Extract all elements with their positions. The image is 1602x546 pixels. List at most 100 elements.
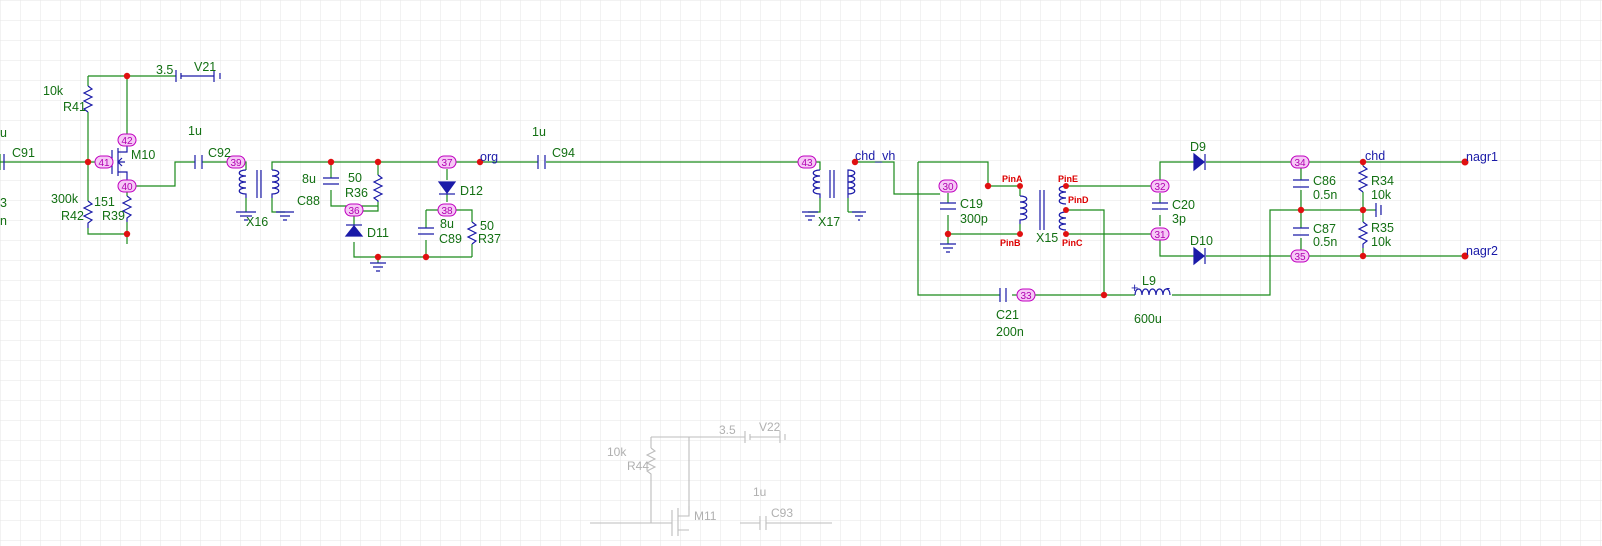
node-tag: 31: [1150, 227, 1170, 241]
node-tag: 36: [344, 203, 364, 217]
c92-label: C92: [208, 146, 231, 160]
wires: [0, 75, 1465, 296]
c87-capacitor: [1293, 227, 1309, 236]
v22-value: 3.5: [719, 423, 736, 437]
r41-resistor: [82, 85, 94, 113]
junctions: [84, 72, 1469, 299]
net-label-chd-vh: chd_vh: [855, 149, 895, 163]
c87-label: C87: [1313, 222, 1336, 236]
c92-capacitor: [194, 155, 203, 169]
c19-capacitor: [940, 202, 956, 210]
pin-labels: PinA PinB PinC PinD PinE: [1000, 174, 1089, 248]
left-edge-label: n: [0, 214, 7, 228]
net-label-nagr1: nagr1: [1466, 150, 1498, 164]
r34-resistor: [1357, 165, 1369, 193]
v21-label: V21: [194, 60, 216, 74]
v21-value: 3.5: [156, 63, 173, 77]
r42-label: R42: [61, 209, 84, 223]
component-labels: u 3 n C91 10k R41 3.5 V21 M10 300k R42 1…: [0, 60, 1394, 339]
svg-text:36: 36: [348, 206, 360, 217]
ground-symbol: [1375, 203, 1382, 217]
c21-value: 200n: [996, 325, 1024, 339]
x15-label: X15: [1036, 231, 1058, 245]
m11-label: M11: [694, 509, 717, 523]
r37-resistor: [466, 221, 478, 245]
l9-label: L9: [1142, 274, 1156, 288]
node-tag: 42: [117, 133, 137, 147]
svg-text:32: 32: [1154, 182, 1166, 193]
c86-capacitor: [1293, 179, 1309, 188]
svg-text:40: 40: [121, 182, 133, 193]
c89-value: 8u: [440, 217, 454, 231]
d10-label: D10: [1190, 234, 1213, 248]
l9-inductor: [1134, 288, 1171, 296]
components: [3, 70, 1382, 302]
node-tag: 33: [1016, 288, 1036, 302]
c89-label: C89: [439, 232, 462, 246]
svg-text:35: 35: [1294, 252, 1306, 263]
ground-symbol: [940, 243, 956, 253]
x15-transformer: [1019, 185, 1067, 231]
r42-resistor: [82, 200, 94, 228]
c21-label: C21: [996, 308, 1019, 322]
r36-value: 50: [348, 171, 362, 185]
r41-label: R41: [63, 100, 86, 114]
x17-label: X17: [818, 215, 840, 229]
left-edge-label: u: [0, 126, 7, 140]
node-tag: 41: [94, 155, 114, 169]
net-labels: org chd_vh chd nagr1 nagr2: [480, 149, 1498, 258]
d11-diode-body: [344, 225, 364, 237]
c93-value: 1u: [753, 485, 766, 499]
svg-text:30: 30: [942, 182, 954, 193]
r35-label: R35: [1371, 221, 1394, 235]
d9-label: D9: [1190, 140, 1206, 154]
c94-value: 1u: [532, 125, 546, 139]
c20-value: 3p: [1172, 212, 1186, 226]
ground-symbol: [370, 262, 386, 272]
d12-diode-body: [437, 181, 457, 195]
node-tag: 32: [1150, 179, 1170, 193]
net-label-org: org: [480, 150, 498, 164]
node-tag: 34: [1290, 155, 1310, 169]
node-tag: 30: [938, 179, 958, 193]
v21-battery-symbol: [175, 70, 221, 82]
r36-resistor: [372, 174, 384, 202]
r35-value: 10k: [1371, 235, 1392, 249]
x17-transformer: [802, 169, 866, 221]
svg-text:31: 31: [1154, 230, 1166, 241]
node-tag: 43: [797, 155, 817, 169]
r44-label: R44: [627, 459, 649, 473]
pin-label-e: PinE: [1058, 174, 1078, 184]
r42-value: 300k: [51, 192, 79, 206]
svg-text:43: 43: [801, 158, 813, 169]
c88-value: 8u: [302, 172, 316, 186]
x16-transformer: [236, 169, 294, 221]
d11-label: D11: [367, 226, 389, 240]
c21-capacitor: [999, 288, 1007, 302]
c87-value: 0.5n: [1313, 235, 1337, 249]
c88-capacitor: [323, 177, 339, 185]
pin-label-d: PinD: [1068, 195, 1089, 205]
svg-text:42: 42: [121, 136, 133, 147]
pin-label-c: PinC: [1062, 238, 1083, 248]
v22-label: V22: [759, 420, 781, 434]
r34-value: 10k: [1371, 188, 1392, 202]
svg-text:38: 38: [441, 206, 453, 217]
r35-resistor: [1357, 221, 1369, 248]
node-tag: 40: [117, 179, 137, 193]
c20-capacitor: [1152, 202, 1168, 210]
left-edge-label: 3: [0, 196, 7, 210]
c94-label: C94: [552, 146, 575, 160]
c92-value: 1u: [188, 124, 202, 138]
node-tag: 37: [437, 155, 457, 169]
node-tags: 41 42 40 39 36 37 38 43 30 32 31 33 34 3…: [94, 133, 1310, 302]
c86-label: C86: [1313, 174, 1336, 188]
d10-diode-body: [1193, 246, 1205, 266]
pin-label-a: PinA: [1002, 174, 1023, 184]
c20-label: C20: [1172, 198, 1195, 212]
r34-label: R34: [1371, 174, 1394, 188]
node-tag: 38: [437, 203, 457, 217]
c93-label: C93: [771, 506, 793, 520]
